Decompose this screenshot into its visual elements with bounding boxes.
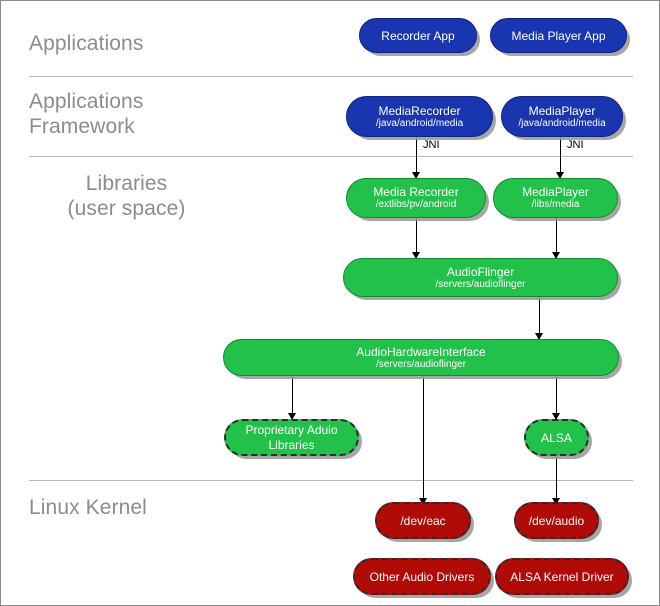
- node-alsa-title: ALSA: [541, 430, 572, 445]
- node-mediarecorder-framework-path: /java/android/media: [375, 117, 464, 129]
- node-media-player-app[interactable]: Media Player App: [490, 18, 627, 53]
- edge-label-jni-recorder: JNI: [423, 139, 440, 151]
- connector-ahi-to-alsa: [556, 376, 557, 419]
- connector-jni-player: [560, 137, 561, 178]
- node-dev-eac[interactable]: /dev/eac: [375, 502, 471, 539]
- node-other-audio-drivers[interactable]: Other Audio Drivers: [353, 558, 491, 595]
- arrowhead-recorder-to-audioflinger: [412, 252, 420, 259]
- arrowhead-ahi-to-proprietary: [288, 413, 296, 420]
- layer-label-linux-kernel: Linux Kernel: [29, 496, 147, 519]
- node-audioflinger-path: /servers/audioflinger: [435, 278, 526, 290]
- divider-kernel: [29, 480, 633, 481]
- node-mediaplayer-library[interactable]: MediaPlayer /libs/media: [493, 178, 618, 218]
- arrowhead-player-to-audioflinger: [552, 252, 560, 259]
- node-dev-audio-title: /dev/audio: [528, 513, 585, 528]
- arrowhead-jni-recorder: [412, 172, 420, 179]
- node-audioflinger[interactable]: AudioFlinger /servers/audioflinger: [343, 258, 618, 297]
- divider-framework: [29, 156, 633, 157]
- node-media-recorder-library[interactable]: Media Recorder /extlibs/pv/android: [346, 178, 486, 218]
- connector-alsa-to-dev-audio: [556, 456, 557, 504]
- arrowhead-jni-player: [556, 172, 564, 179]
- arrowhead-ahi-to-alsa: [552, 413, 560, 420]
- node-audiohardwareinterface-title: AudioHardwareInterface: [356, 344, 486, 359]
- node-alsa-kernel-driver-title: ALSA Kernel Driver: [510, 569, 614, 584]
- node-mediaplayer-library-path: /libs/media: [531, 199, 580, 210]
- arrowhead-audioflinger-to-ahi: [535, 333, 543, 340]
- node-media-recorder-library-path: /extlibs/pv/android: [375, 199, 457, 210]
- node-proprietary-audio-libraries[interactable]: Proprietary Aduio Libraries: [224, 419, 359, 456]
- node-mediaplayer-framework-path: /java/android/media: [518, 117, 606, 129]
- node-recorder-app[interactable]: Recorder App: [359, 18, 477, 53]
- node-mediarecorder-framework-title: MediaRecorder: [378, 103, 461, 118]
- connector-jni-recorder: [416, 137, 417, 178]
- layer-label-applications-framework: Applications Framework: [29, 90, 144, 138]
- layer-label-applications: Applications: [29, 32, 144, 55]
- node-dev-audio[interactable]: /dev/audio: [514, 502, 599, 539]
- node-media-recorder-library-title: Media Recorder: [373, 185, 459, 199]
- connector-audioflinger-to-ahi: [539, 297, 540, 339]
- connector-ahi-to-dev-eac: [423, 376, 424, 504]
- node-mediaplayer-framework[interactable]: MediaPlayer /java/android/media: [501, 96, 623, 137]
- divider-applications: [29, 76, 633, 77]
- node-mediaplayer-framework-title: MediaPlayer: [528, 103, 596, 118]
- node-audioflinger-title: AudioFlinger: [446, 264, 515, 279]
- layer-label-libraries: Libraries (user space): [67, 172, 186, 220]
- node-dev-eac-title: /dev/eac: [400, 513, 446, 528]
- node-audiohardwareinterface-path: /servers/audioflinger: [375, 358, 467, 370]
- node-media-player-app-title: Media Player App: [511, 28, 606, 43]
- connector-player-to-audioflinger: [556, 218, 557, 258]
- node-audiohardwareinterface[interactable]: AudioHardwareInterface /servers/audiofli…: [223, 339, 619, 376]
- connector-ahi-to-proprietary: [292, 376, 293, 419]
- node-mediaplayer-library-title: MediaPlayer: [522, 185, 589, 199]
- connector-recorder-to-audioflinger: [416, 218, 417, 258]
- node-recorder-app-title: Recorder App: [381, 28, 455, 43]
- node-mediarecorder-framework[interactable]: MediaRecorder /java/android/media: [346, 96, 493, 137]
- node-alsa[interactable]: ALSA: [524, 419, 589, 456]
- node-alsa-kernel-driver[interactable]: ALSA Kernel Driver: [495, 558, 629, 595]
- node-other-audio-drivers-title: Other Audio Drivers: [369, 569, 475, 584]
- edge-label-jni-player: JNI: [567, 139, 584, 151]
- node-proprietary-audio-libraries-title: Proprietary Aduio Libraries: [245, 422, 338, 452]
